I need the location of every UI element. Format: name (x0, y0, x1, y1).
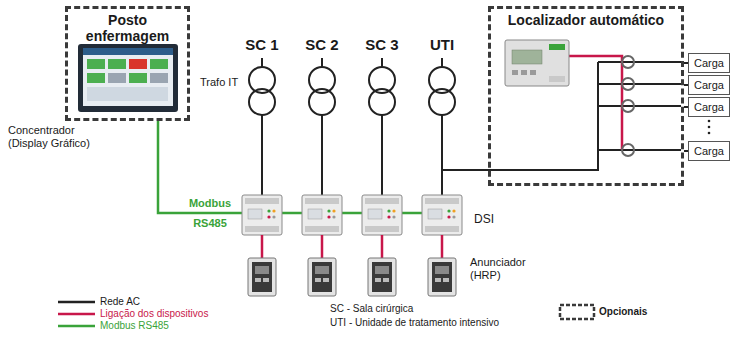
transformer-symbol (429, 58, 455, 195)
current-sensor (622, 100, 634, 112)
load-box: Carga (688, 97, 730, 117)
dsi-device (422, 195, 462, 235)
abbreviation-note: UTI - Unidade de tratamento intensivo (330, 317, 550, 329)
bus-label: RS485 (184, 217, 236, 230)
legend-text: Rede AC (100, 295, 140, 309)
load-label: Carga (694, 56, 724, 70)
legend-line-sample (58, 313, 95, 316)
ac-wire (598, 61, 681, 63)
component-label: Concentrador (Display Gráfico) (8, 124, 112, 150)
current-sensor (622, 144, 634, 156)
dsi-device (362, 195, 402, 235)
load-box: Carga (688, 141, 730, 161)
device-wire (381, 235, 384, 258)
region-title: Posto enfermagem (76, 12, 180, 44)
optional-region: Localizador automático (488, 6, 684, 186)
continuation-dots (708, 120, 711, 135)
annunciator-device (368, 258, 396, 296)
legend-text: Opcionais (599, 305, 647, 319)
device-wire (321, 235, 324, 258)
load-box: Carga (688, 75, 730, 95)
room-label: SC 1 (237, 36, 287, 54)
load-label: Carga (694, 144, 724, 158)
device-wire (569, 56, 622, 150)
ac-wire (598, 105, 681, 107)
legend-entry: Ligação dos dispositivos (100, 307, 208, 321)
annunciator-device (428, 258, 456, 296)
transformer-symbol (249, 58, 275, 195)
annunciator-device (308, 258, 336, 296)
touchscreen-display (78, 44, 178, 112)
bus-label: Modbus (184, 197, 236, 210)
locator-device (505, 40, 569, 86)
ac-wire (598, 83, 681, 85)
legend-line-sample (58, 301, 95, 304)
legend-line-sample (58, 325, 95, 328)
component-label: Anunciador (HRP) (470, 256, 550, 282)
transformer-symbol (369, 58, 395, 195)
ac-wire (598, 149, 681, 151)
room-label: SC 3 (357, 36, 407, 54)
dsi-device (302, 195, 342, 235)
legend-text: Modbus RS485 (100, 319, 169, 333)
component-label: Trafo IT (200, 76, 246, 89)
load-label: Carga (694, 78, 724, 92)
room-label: SC 2 (297, 36, 347, 54)
room-label: UTI (417, 36, 467, 54)
legend-box-sample (560, 305, 594, 319)
legend-text: Ligação dos dispositivos (100, 307, 208, 321)
device-wire (441, 235, 444, 258)
current-sensor (622, 56, 634, 68)
region-title: Localizador automático (493, 12, 679, 28)
current-sensor (622, 78, 634, 90)
abbreviation-note: SC - Sala cirúrgica (330, 303, 540, 315)
load-box: Carga (688, 53, 730, 73)
legend-entry: Modbus RS485 (100, 319, 169, 333)
legend-entry: Rede AC (100, 295, 140, 309)
transformer-symbol (309, 58, 335, 195)
dsi-device (242, 195, 282, 235)
optional-region: Posto enfermagem (65, 6, 190, 121)
legend-entry: Opcionais (599, 305, 647, 319)
device-wire (261, 235, 264, 258)
annunciator-device (248, 258, 276, 296)
component-label: DSI (474, 212, 504, 226)
load-label: Carga (694, 100, 724, 114)
